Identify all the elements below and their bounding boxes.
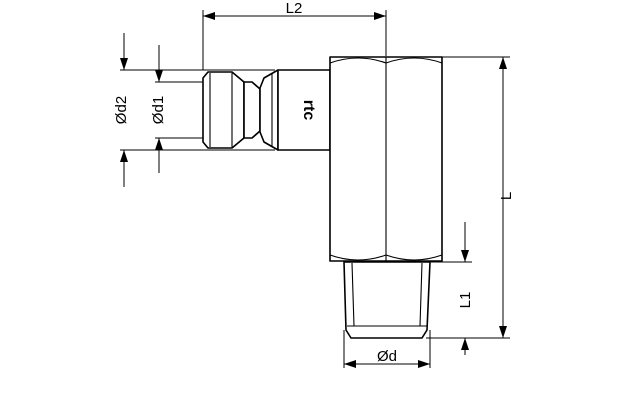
logo-text: rtc: [300, 100, 317, 121]
dim-L2-arrow-left: [203, 12, 215, 20]
plug-groove: [243, 81, 261, 139]
dim-d1-arrow-bottom: [155, 138, 163, 150]
dim-L2-label: L2: [286, 0, 303, 17]
rtc-logo: rtc: [300, 100, 317, 121]
plug-tip: [202, 71, 245, 149]
hex-body: [329, 56, 443, 262]
dim-d2-arrow-bottom: [120, 150, 128, 162]
dim-d2-label: Ød2: [113, 96, 130, 124]
plug-section: [202, 69, 331, 151]
dim-L1-arrow-bottom: [461, 338, 469, 350]
dim-L: L: [426, 56, 515, 339]
thread-outline: [343, 261, 431, 339]
thread-right-line: [419, 262, 423, 327]
dim-d-arrow-left: [344, 360, 356, 368]
hex-bottom-curve-right: [385, 254, 443, 261]
dim-d1: Ød1: [150, 45, 203, 173]
hex-top-curve-left: [329, 57, 387, 64]
dim-L-label: L: [498, 192, 515, 200]
threaded-outlet: [343, 261, 431, 339]
hex-top-curve-right: [385, 57, 443, 64]
dim-L1-arrow-top: [461, 250, 469, 262]
dim-d1-arrow-top: [155, 70, 163, 82]
plug-collar: [259, 69, 279, 151]
dim-d2-arrow-top: [120, 58, 128, 70]
dim-L1-label: L1: [457, 292, 474, 309]
dim-d1-label: Ød1: [150, 96, 167, 124]
dim-d: Ød: [343, 330, 431, 368]
dim-L2-arrow-right: [374, 12, 386, 20]
plug-shaft: [277, 69, 331, 151]
dim-L-arrow-bottom: [499, 326, 507, 338]
dim-L1: L1: [430, 222, 474, 355]
dim-d-label: Ød: [377, 348, 397, 365]
dim-L2: L2: [202, 0, 387, 70]
hex-bottom-curve-left: [329, 254, 387, 261]
dim-d2: Ød2: [113, 33, 275, 187]
dim-L-arrow-top: [499, 57, 507, 69]
thread-left-line: [351, 262, 355, 327]
dim-d-arrow-right: [418, 360, 430, 368]
